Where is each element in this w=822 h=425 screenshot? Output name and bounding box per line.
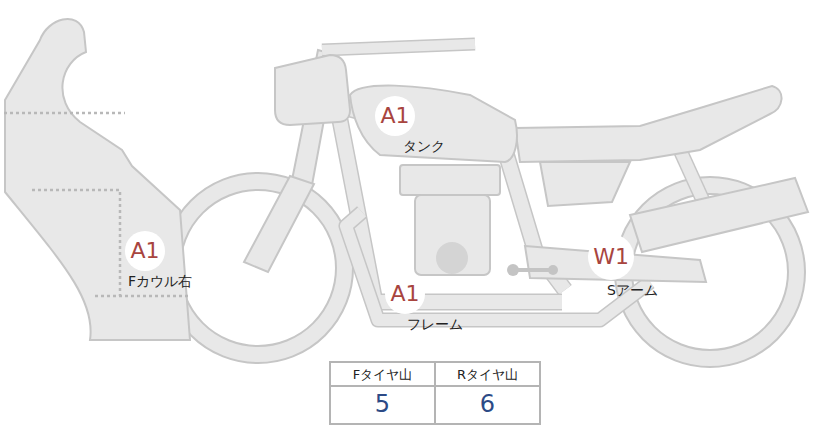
part-name: タンク (403, 138, 445, 156)
rear-strut (680, 150, 705, 205)
bolt-end (548, 265, 558, 275)
engine-block (415, 195, 490, 275)
callout-marker: W1Sアーム (588, 234, 634, 280)
callout-code: A1 (380, 105, 409, 127)
engine-head (400, 165, 500, 195)
fork-lower (244, 176, 314, 272)
callout-circle: A1 (125, 231, 165, 271)
exhaust-pipe (346, 212, 650, 320)
callout-code: A1 (390, 283, 419, 305)
part-name: フレーム (407, 316, 463, 334)
cowl-seam (95, 295, 190, 298)
table-cell: 6 (435, 390, 540, 418)
cowl-seam (4, 112, 125, 115)
handlebar (322, 44, 475, 50)
part-name: Fカウル右 (128, 273, 192, 291)
table-rule (434, 362, 436, 424)
exhaust-pipe (346, 212, 650, 320)
callout-code: W1 (593, 246, 629, 268)
table-cell: Fタイヤ山 (330, 366, 435, 384)
bolt-end (507, 264, 519, 276)
callout-code: A1 (130, 240, 159, 262)
table-cell: 5 (330, 390, 435, 418)
callout-marker: A1タンク (375, 96, 415, 136)
cowl-seam (32, 190, 120, 296)
callout-marker: A1Fカウル右 (125, 231, 165, 271)
front-cowl (5, 19, 190, 340)
tank (350, 86, 517, 162)
callout-marker: A1フレーム (385, 274, 425, 314)
callout-circle: A1 (385, 274, 425, 314)
table-cell: Rタイヤ山 (435, 366, 540, 384)
handlebar (322, 44, 475, 50)
muffler (630, 178, 808, 252)
side-cover (540, 162, 630, 206)
callout-circle: A1 (375, 96, 415, 136)
callout-circle: W1 (588, 234, 634, 280)
engine-cover (436, 242, 468, 274)
rear-strut (680, 150, 705, 205)
front-tire (163, 173, 353, 363)
part-name: Sアーム (607, 282, 658, 300)
headlight (275, 55, 350, 125)
seat (515, 86, 782, 162)
table-border (330, 362, 540, 424)
